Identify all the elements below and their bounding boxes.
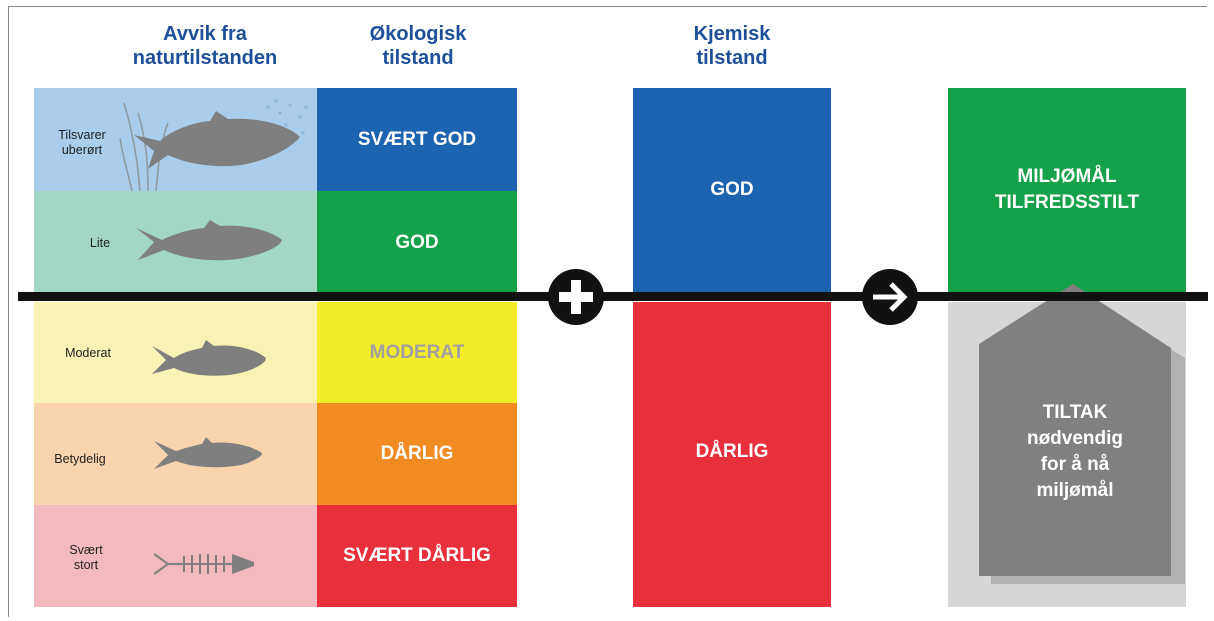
measures-label-wrap: TILTAK nødvendig for å nå miljømål [979,400,1171,504]
ecological-very-good: SVÆRT GOD [317,88,517,191]
ecological-label-very-good: SVÆRT GOD [357,128,477,150]
figure-frame [8,6,1207,617]
trout-icon [134,218,284,268]
chemical-label-good: GOD [710,179,754,200]
deviation-row-very-large [34,505,317,607]
deviation-row-moderate [34,302,317,403]
header-deviation: Avvik fra naturtilstanden [132,23,278,69]
ecological-label-poor: DÅRLIG [380,443,454,464]
deviation-label-small: Lite [89,236,111,250]
chemical-good: GOD [633,88,831,294]
ecological-very-poor: SVÆRT DÅRLIG [317,505,517,607]
ecological-label-moderate: MODERAT [369,341,465,363]
measures-house-shape [975,284,1189,584]
ecological-good: GOD [317,191,517,294]
goal-met-box: MILJØMÅL TILFREDSSTILT [948,88,1186,294]
deviation-label-untouched: Tilsvarer uberørt [58,128,106,157]
plus-circle-icon [547,268,605,326]
arrow-right-circle-icon [861,268,919,326]
fish-skeleton-icon [154,548,256,580]
trout-large-icon [118,93,313,191]
ecological-label-good: GOD [395,231,439,253]
measures-label: TILTAK nødvendig for å nå miljømål [1026,402,1124,501]
ecological-moderate: MODERAT [317,302,517,403]
goal-met-label: MILJØMÅL TILFREDSSTILT [994,166,1140,213]
chemical-poor: DÅRLIG [633,302,831,607]
deviation-label-very-large: Svært stort [69,543,103,572]
deviation-label-moderate: Moderat [65,346,111,360]
header-ecological: Økologisk tilstand [369,23,467,69]
header-chemical: Kjemisk tilstand [693,23,771,69]
ecological-poor: DÅRLIG [317,403,517,505]
threshold-line [18,292,1208,301]
fish-medium-icon [150,340,268,382]
ecological-label-very-poor: SVÆRT DÅRLIG [343,545,491,566]
fish-small-icon [152,437,264,473]
deviation-label-significant: Betydelig [54,452,106,466]
chemical-label-poor: DÅRLIG [695,441,769,462]
